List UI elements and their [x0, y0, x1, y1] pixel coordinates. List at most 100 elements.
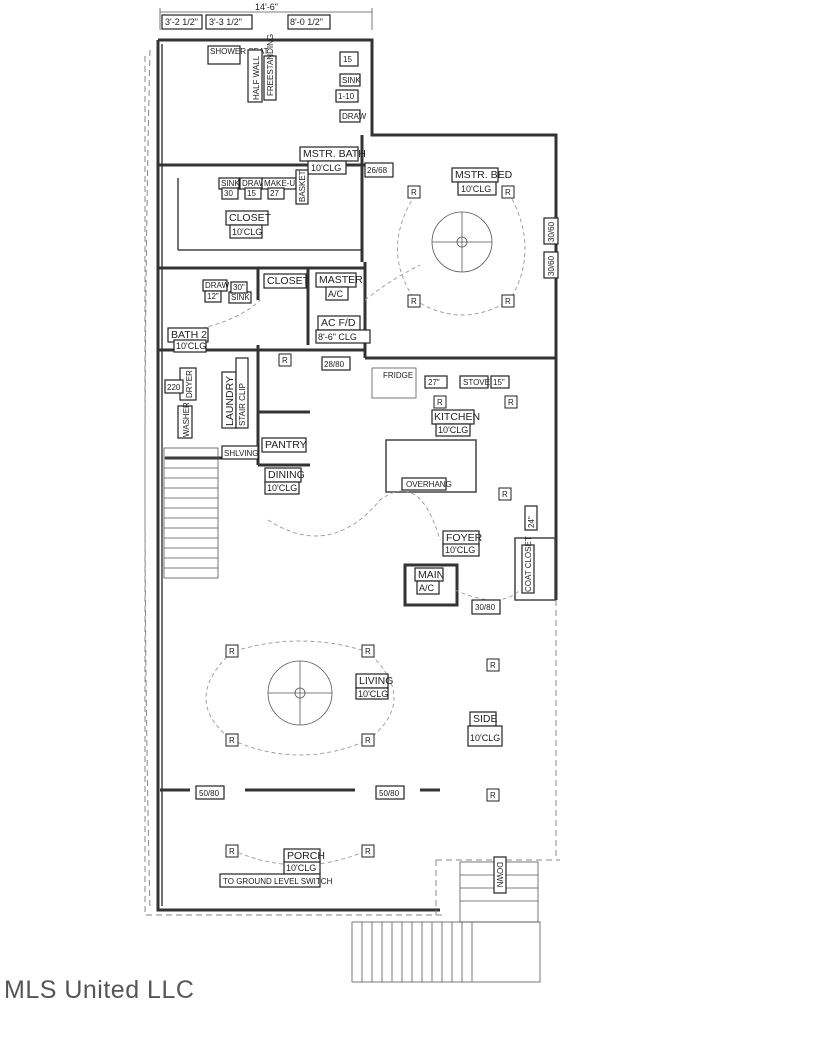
size-labels: 15 1-10 30 15 27 26/68 30/60 30/60 28/80… [164, 51, 559, 800]
draw-label-1: DRAW [342, 112, 367, 121]
receptacle-marker: R [225, 644, 239, 658]
svg-text:28/80: 28/80 [324, 360, 345, 369]
room-pantry: PANTRY [261, 437, 307, 453]
fridge-label: FRIDGE [383, 371, 413, 380]
room-main-ac: MAIN A/C [414, 567, 444, 595]
fixtures: SHOWER SEAT HALF WALL FREESTANDING SINK … [177, 34, 507, 894]
svg-text:50/80: 50/80 [379, 789, 400, 798]
svg-text:30/80: 30/80 [475, 603, 496, 612]
stove-label: STOVE [463, 378, 490, 387]
dimension-lines: 14'-6" 3'-2 1/2" 3'-3 1/2" 8'-0 1/2" [159, 2, 373, 30]
svg-text:30/60: 30/60 [547, 255, 556, 276]
svg-text:SIDE: SIDE [473, 713, 498, 725]
receptacle-marker: R [498, 487, 512, 501]
receptacle-marker: R [504, 395, 518, 409]
svg-text:15: 15 [247, 189, 256, 198]
svg-text:CLOSET: CLOSET [229, 212, 272, 224]
room-dining: DINING 10'CLG [264, 467, 305, 495]
room-kitchen: KITCHEN 10'CLG [431, 409, 480, 437]
draw-label-2: DRAW [242, 179, 267, 188]
receptacle-marker: R [407, 185, 421, 199]
stair-clip-label: STAIR CLIP [238, 383, 247, 426]
room-bath2: BATH 2 10'CLG [167, 327, 209, 353]
exterior-walls [144, 38, 560, 916]
svg-text:30/60: 30/60 [547, 221, 556, 242]
svg-text:PANTRY: PANTRY [265, 439, 307, 451]
svg-text:10'CLG: 10'CLG [470, 733, 500, 743]
sink-label-3: SINK [231, 293, 250, 302]
svg-text:LAUNDRY: LAUNDRY [224, 376, 236, 426]
svg-text:BATH 2: BATH 2 [171, 329, 207, 341]
ceiling-fan-living [267, 660, 333, 726]
receptacle-marker: R [225, 844, 239, 858]
svg-text:R: R [365, 736, 371, 745]
svg-text:MAIN: MAIN [418, 569, 444, 581]
receptacle-marker: R [225, 733, 239, 747]
svg-text:27": 27" [428, 378, 440, 387]
svg-text:24": 24" [527, 516, 536, 528]
svg-text:A/C: A/C [328, 289, 344, 299]
receptacle-marker: R [361, 844, 375, 858]
porch-steps [351, 861, 541, 983]
room-closet-main: CLOSET 10'CLG [225, 210, 272, 239]
interior-walls [158, 135, 556, 983]
svg-text:R: R [229, 847, 235, 856]
svg-text:30": 30" [233, 283, 245, 292]
draw-label-3: DRAW [205, 281, 230, 290]
room-side: SIDE 10'CLG [467, 711, 503, 747]
ground-switch-label: TO GROUND LEVEL SWITCH [223, 877, 333, 886]
freestanding-label: FREESTANDING [266, 34, 275, 96]
room-closet-small: CLOSET [263, 273, 310, 289]
svg-text:10'CLG: 10'CLG [438, 425, 468, 435]
svg-text:10'CLG: 10'CLG [232, 227, 262, 237]
svg-text:R: R [490, 661, 496, 670]
svg-text:30: 30 [224, 189, 233, 198]
svg-text:R: R [365, 847, 371, 856]
svg-text:R: R [365, 647, 371, 656]
svg-text:R: R [505, 297, 511, 306]
svg-text:A/C: A/C [419, 583, 435, 593]
receptacle-marker: R [433, 395, 447, 409]
dim-seg-2: 3'-3 1/2" [209, 17, 242, 27]
svg-text:220: 220 [167, 383, 181, 392]
receptacle-marker: R [486, 658, 500, 672]
room-ac-fd: AC F/D 8'-6" CLG [315, 315, 371, 344]
room-laundry: LAUNDRY [221, 371, 237, 429]
svg-text:MASTER: MASTER [319, 274, 363, 286]
dryer-label: DRYER [185, 370, 194, 398]
svg-text:R: R [505, 188, 511, 197]
svg-text:27: 27 [270, 189, 279, 198]
receptacle-marker: R [278, 353, 292, 367]
svg-text:CLOSET: CLOSET [267, 275, 310, 287]
dim-seg-3: 8'-0 1/2" [290, 17, 323, 27]
svg-text:12": 12" [207, 292, 219, 301]
svg-text:10'CLG: 10'CLG [176, 341, 206, 351]
room-master-ac: MASTER A/C [315, 272, 363, 301]
svg-text:COAT CLOSET: COAT CLOSET [524, 536, 533, 592]
svg-text:1-10: 1-10 [338, 92, 355, 101]
sink-label-1: SINK [342, 76, 361, 85]
svg-text:R: R [437, 398, 443, 407]
svg-text:AC F/D: AC F/D [321, 317, 356, 329]
svg-text:R: R [282, 356, 288, 365]
washer-label: WASHER [182, 402, 191, 437]
svg-text:R: R [502, 490, 508, 499]
make-up-label: MAKE-UP [264, 179, 300, 188]
svg-text:10'CLG: 10'CLG [358, 689, 388, 699]
svg-text:10'CLG: 10'CLG [267, 483, 297, 493]
dim-seg-1: 3'-2 1/2" [165, 17, 198, 27]
svg-text:15: 15 [343, 55, 352, 64]
overhang-label: OVERHANG [406, 480, 452, 489]
shlving-label: SHLVING [224, 449, 259, 458]
svg-text:FOYER: FOYER [446, 532, 483, 544]
room-foyer: FOYER 10'CLG [442, 530, 483, 557]
svg-text:R: R [411, 297, 417, 306]
svg-text:15": 15" [493, 378, 505, 387]
half-wall-label: HALF WALL [252, 55, 261, 100]
svg-text:26/68: 26/68 [367, 166, 388, 175]
watermark: MLS United LLC [4, 976, 195, 1004]
svg-text:DINING: DINING [268, 469, 305, 481]
room-porch: PORCH 10'CLG [283, 848, 325, 875]
ceiling-fan-bed [431, 211, 493, 273]
